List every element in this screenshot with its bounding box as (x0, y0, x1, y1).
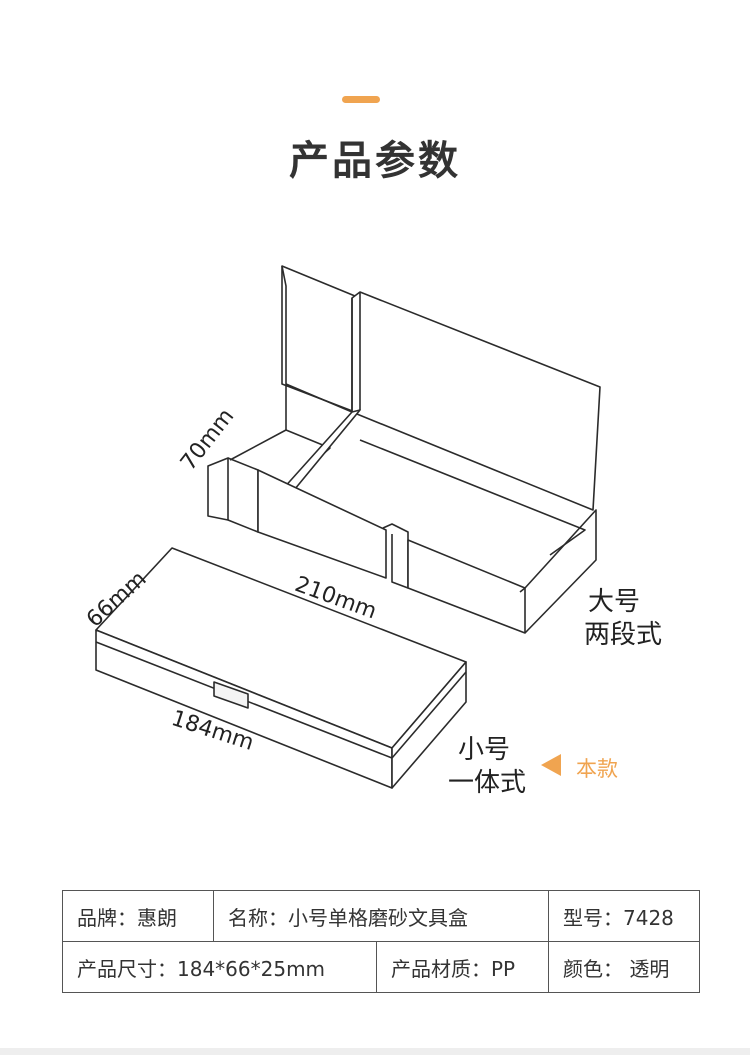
current-model-label: 本款 (576, 757, 618, 781)
spec-table: 品牌：惠朗 名称：小号单格磨砂文具盒 型号：7428 产品尺寸：184*66*2… (62, 890, 700, 993)
left-triangle-icon (541, 754, 561, 776)
table-row: 品牌：惠朗 名称：小号单格磨砂文具盒 型号：7428 (62, 890, 700, 942)
small-box-name-line2: 一体式 (448, 768, 527, 798)
large-box-name-line1: 大号 (588, 587, 641, 617)
title-accent-bar (342, 96, 380, 103)
spec-size: 产品尺寸：184*66*25mm (62, 941, 377, 993)
spec-brand: 品牌：惠朗 (62, 890, 214, 942)
bottom-divider (0, 1048, 750, 1055)
large-box-name-line2: 两段式 (584, 620, 663, 650)
small-box-name-line1: 小号 (458, 735, 511, 765)
page-title: 产品参数 (289, 138, 461, 184)
table-row: 产品尺寸：184*66*25mm 产品材质：PP 颜色： 透明 (62, 941, 700, 993)
spec-material: 产品材质：PP (376, 941, 549, 993)
product-diagram (95, 265, 601, 789)
spec-name: 名称：小号单格磨砂文具盒 (213, 890, 549, 942)
spec-color: 颜色： 透明 (548, 941, 700, 993)
small-box-name: 小号 一体式 (448, 734, 526, 800)
large-box-name: 大号 两段式 (584, 586, 662, 652)
spec-model: 型号：7428 (548, 890, 700, 942)
large-box-drawing (207, 265, 601, 634)
small-box-drawing (95, 547, 467, 789)
